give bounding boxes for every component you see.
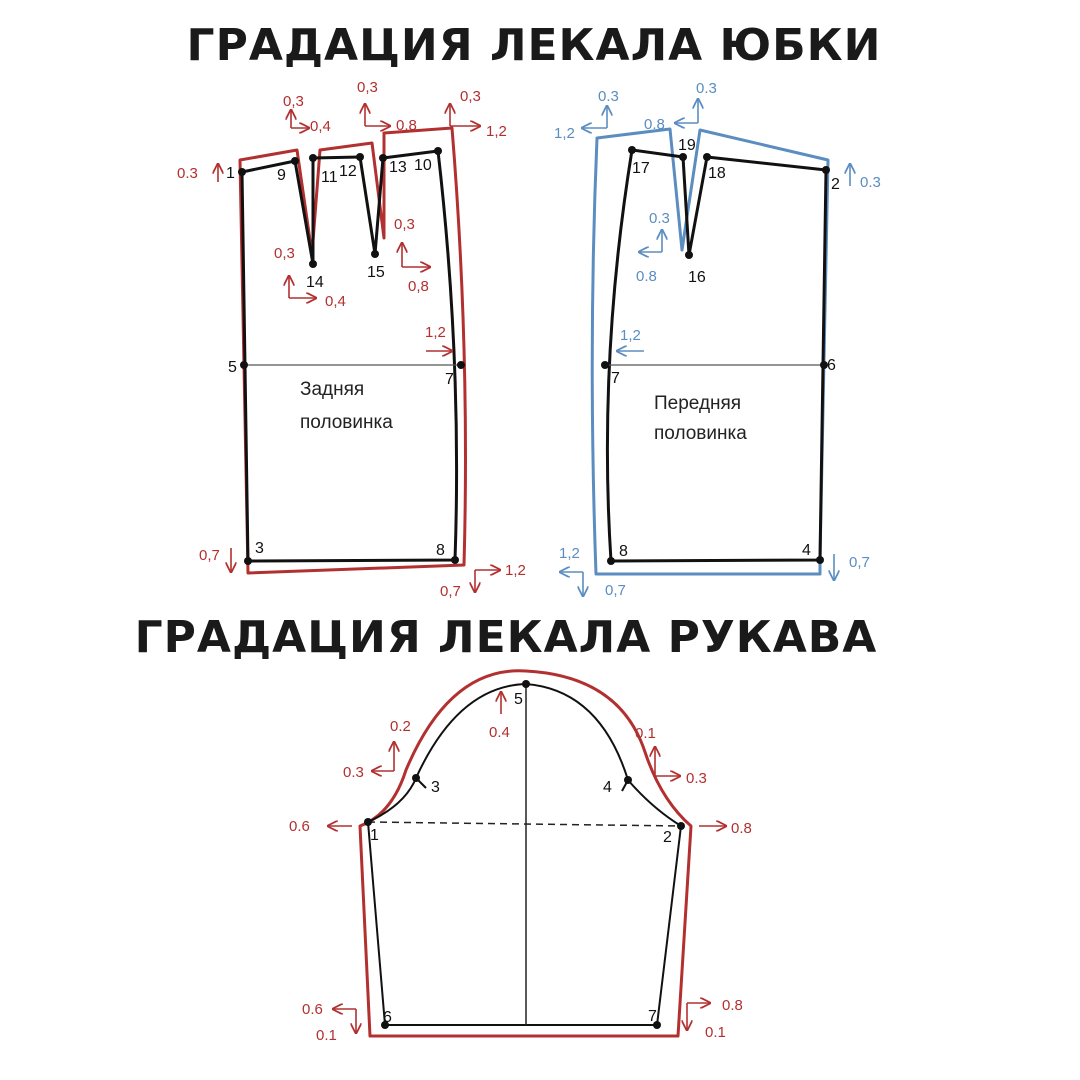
back-piece-label: половинка [300,412,393,433]
front-point-label: 4 [802,542,811,559]
back-shift-value: 1,2 [425,324,446,341]
front-shift-value: 0.3 [860,174,881,191]
back-point-label: 14 [306,274,324,291]
sleeve-shift-value: 0.6 [302,1001,323,1018]
front-point-label: 7 [611,370,620,387]
back-piece-label: Задняя [300,379,364,400]
back-point-label: 9 [277,167,286,184]
sleeve-shift-value: 0.8 [731,820,752,837]
front-shift-value: 0.3 [598,88,619,105]
sleeve-point-dots [364,680,685,1029]
front-shift-value: 0.3 [696,80,717,97]
front-point-label: 16 [688,269,706,286]
back-shift-value: 0,3 [357,79,378,96]
back-shift-value: 0,4 [325,293,346,310]
back-shift-value: 0,7 [440,583,461,600]
back-shift-value: 0,8 [408,278,429,295]
front-piece-label: половинка [654,423,747,444]
front-shift-value: 1,2 [554,125,575,142]
front-point-label: 19 [678,137,696,154]
front-shift-value: 1,2 [620,327,641,344]
sleeve-shift-value: 0.3 [343,764,364,781]
sleeve-point-label: 7 [648,1008,657,1025]
front-base-outline [605,148,828,563]
back-shift-value: 0,3 [460,88,481,105]
back-point-label: 15 [367,264,385,281]
back-graded-outline [238,126,467,575]
front-shift-value: 0.3 [649,210,670,227]
back-point-label: 13 [389,159,407,176]
sleeve-shift-value: 0.1 [635,725,656,742]
back-shift-value: 0,8 [396,117,417,134]
sleeve-graded-outline [358,669,693,1038]
sleeve-shift-value: 0.1 [316,1027,337,1044]
front-shift-value: 0.8 [636,268,657,285]
front-shift-value: 1,2 [559,545,580,562]
back-base-outline [240,149,459,563]
sleeve-point-label: 1 [370,827,379,844]
back-shift-value: 0,3 [283,93,304,110]
sleeve-grading-arrows [328,692,726,1033]
sleeve-base-outline [367,683,682,1026]
sleeve-point-label: 2 [663,829,672,846]
back-shift-value: 1,2 [486,123,507,140]
back-point-label: 7 [445,371,454,388]
sleeve-grading-title: ГРАДАЦИЯ ЛЕКАЛА РУКАВА [134,612,878,663]
front-point-label: 6 [827,357,836,374]
back-shift-value: 0,4 [310,118,331,135]
sleeve-shift-value: 0.2 [390,718,411,735]
back-shift-value: 0.3 [177,165,198,182]
sleeve-shift-value: 0.3 [686,770,707,787]
back-point-label: 1 [226,165,235,182]
front-shift-value: 0,7 [849,554,870,571]
front-piece-label: Передняя [654,393,741,414]
sleeve-point-label: 3 [431,779,440,796]
back-point-label: 3 [255,540,264,557]
front-point-label: 8 [619,543,628,560]
front-grading-arrows [560,99,850,596]
back-grading-arrows [218,104,500,592]
front-point-label: 2 [831,176,840,193]
back-shift-value: 0,3 [274,245,295,262]
sleeve-shift-value: 0.1 [705,1024,726,1041]
sleeve-point-label: 6 [383,1009,392,1026]
front-point-label: 17 [632,160,650,177]
sleeve-point-label: 4 [603,779,612,796]
front-shift-value: 0,7 [605,582,626,599]
sleeve-shift-value: 0.6 [289,818,310,835]
sleeve-piece: 5 3 4 1 2 6 7 [289,669,752,1044]
back-point-label: 12 [339,163,357,180]
skirt-grading-title: ГРАДАЦИЯ ЛЕКАЛА ЮБКИ [186,20,882,71]
back-shift-value: 0,3 [394,216,415,233]
front-point-label: 18 [708,165,726,182]
front-point-dots [601,146,830,565]
front-shift-value: 0.8 [644,116,665,133]
sleeve-shift-value: 0.4 [489,724,510,741]
back-shift-value: 1,2 [505,562,526,579]
front-skirt-piece: 17 19 18 2 16 7 6 8 4 Передняя половинка [554,80,881,599]
back-point-label: 11 [321,169,338,186]
sleeve-bicep-line [367,821,682,827]
back-shift-value: 0,7 [199,547,220,564]
back-point-label: 8 [436,542,445,559]
back-point-dots [238,147,465,565]
back-skirt-piece: 1 9 11 12 13 10 14 15 5 7 3 8 Задняя пол… [177,79,526,600]
sleeve-point-label: 5 [514,691,523,708]
back-point-label: 5 [228,359,237,376]
back-point-label: 10 [414,157,432,174]
sleeve-shift-value: 0.8 [722,997,743,1014]
